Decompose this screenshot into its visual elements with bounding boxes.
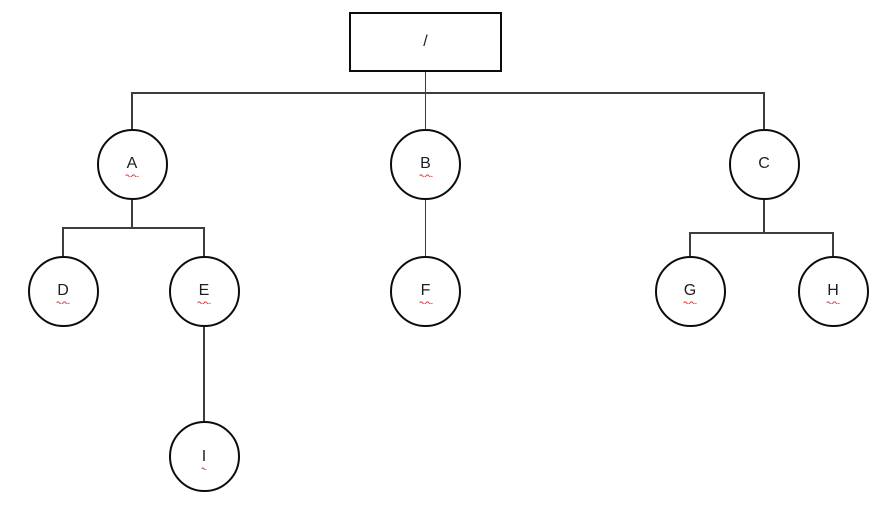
connector-c-bus [689, 232, 834, 234]
connector-a-stem [131, 199, 133, 228]
spellcheck-squiggle-icon [56, 301, 70, 304]
connector-drop-a [131, 93, 133, 129]
connector-drop-d [62, 228, 64, 256]
node-i-label: I [201, 447, 207, 465]
spellcheck-squiggle-icon [826, 301, 840, 304]
node-d[interactable]: D [27, 255, 99, 327]
connector-b-to-f [424, 199, 427, 256]
connector-a-bus [62, 227, 205, 229]
node-h-label: H [827, 282, 839, 299]
node-i[interactable]: I [168, 421, 240, 492]
node-g-label: G [683, 282, 697, 299]
connector-c-stem [763, 199, 765, 233]
node-a[interactable]: A [96, 128, 168, 200]
node-e[interactable]: E [168, 255, 240, 327]
node-root[interactable]: / [349, 12, 502, 72]
node-e-label: E [198, 282, 210, 299]
node-c-label: C [758, 155, 770, 172]
spellcheck-squiggle-icon [419, 301, 432, 304]
node-c[interactable]: C [728, 128, 800, 200]
node-root-label: / [423, 33, 428, 50]
node-g[interactable]: G [654, 255, 726, 327]
connector-drop-h [832, 233, 834, 256]
connector-drop-g [689, 233, 691, 256]
spellcheck-squiggle-icon [197, 301, 211, 304]
node-a-label: A [126, 155, 138, 172]
node-f[interactable]: F [390, 255, 461, 327]
spellcheck-squiggle-icon [125, 174, 139, 177]
connector-e-to-i [203, 326, 205, 421]
spellcheck-squiggle-icon [683, 301, 697, 304]
connector-level1-bus [131, 92, 765, 94]
node-h[interactable]: H [797, 255, 869, 327]
node-b-label: B [420, 155, 431, 172]
connector-drop-e [203, 228, 205, 256]
node-d-label: D [57, 282, 69, 299]
connector-root-to-b [424, 72, 427, 129]
spellcheck-squiggle-icon [419, 174, 432, 177]
spellcheck-squiggle-icon [201, 466, 207, 470]
connector-drop-c [763, 93, 765, 129]
node-b[interactable]: B [390, 128, 461, 200]
node-f-label: F [420, 282, 431, 299]
